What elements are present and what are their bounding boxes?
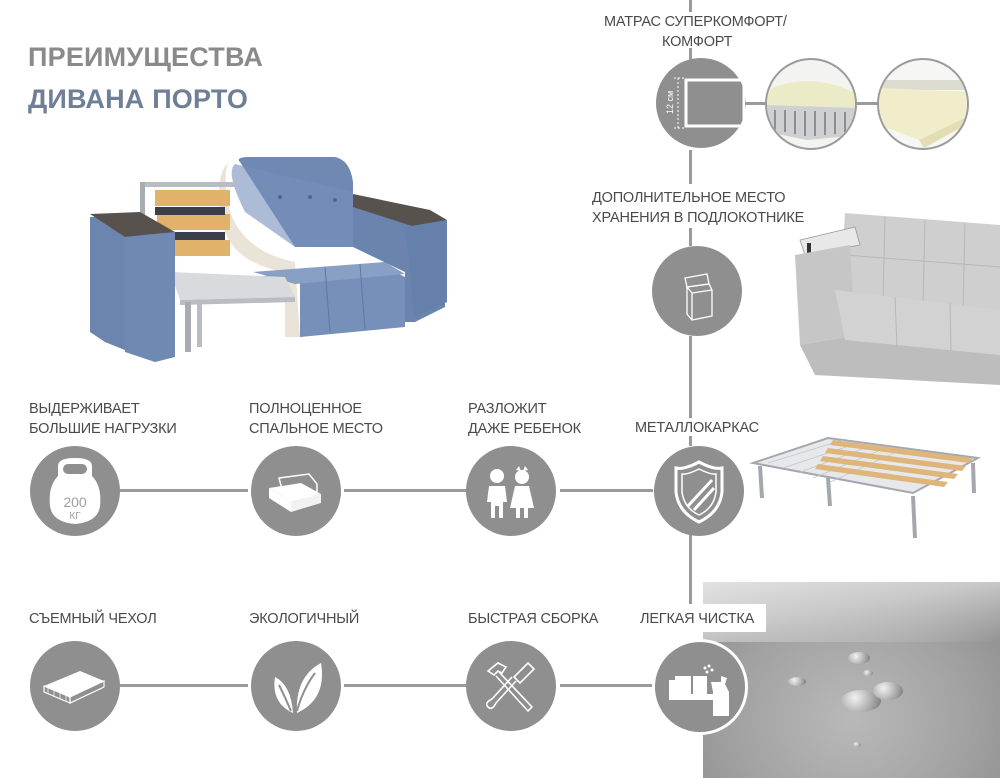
load-label: ВЫДЕРЖИВАЕТ БОЛЬШИЕ НАГРУЗКИ xyxy=(29,399,177,439)
connector-horizontal xyxy=(120,489,248,492)
connector-vertical xyxy=(689,228,692,246)
connector-vertical xyxy=(689,532,692,612)
child-label-line2: ДАЖЕ РЕБЕНОК xyxy=(468,421,581,437)
clean-label: ЛЕГКАЯ ЧИСТКА xyxy=(640,611,755,627)
connector-horizontal xyxy=(344,684,467,687)
mattress-label-line2: КОМФОРТ xyxy=(662,34,733,50)
kettlebell-unit-text: КГ xyxy=(69,511,81,522)
kettlebell-weight-text: 200 xyxy=(63,494,87,510)
storage-sofa-image xyxy=(795,213,1000,385)
metal-frame-image xyxy=(749,436,982,539)
sofa-cutaway-image xyxy=(90,157,447,362)
mattress-label-line1: МАТРАС СУПЕРКОМФОРТ/ xyxy=(604,14,787,30)
storage-label: ДОПОЛНИТЕЛЬНОЕ МЕСТО ХРАНЕНИЯ В ПОДЛОКОТ… xyxy=(592,188,832,228)
storage-label-line1: ДОПОЛНИТЕЛЬНОЕ МЕСТО xyxy=(592,190,786,206)
connector-vertical xyxy=(689,0,692,12)
bed-icon xyxy=(251,446,341,536)
mattress-springs-image xyxy=(765,58,857,150)
assembly-label: БЫСТРАЯ СБОРКА xyxy=(468,611,599,627)
storage-box-icon xyxy=(652,246,742,336)
page-title-line1: ПРЕИМУЩЕСТВА xyxy=(28,42,264,72)
storage-label-line2: ХРАНЕНИЯ В ПОДЛОКОТНИКЕ xyxy=(592,210,805,226)
mattress-label: МАТРАС СУПЕРКОМФОРТ/ КОМФОРТ xyxy=(604,12,804,52)
connector-horizontal xyxy=(560,489,653,492)
connector-horizontal xyxy=(857,102,879,105)
connector-vertical xyxy=(689,436,692,446)
mattress-thickness-text: 12 см xyxy=(665,91,675,114)
child-label-line1: РАЗЛОЖИТ xyxy=(468,401,547,417)
connector-vertical xyxy=(689,336,692,418)
eco-label: ЭКОЛОГИЧНЫЙ xyxy=(249,611,360,627)
leaf-icon xyxy=(251,641,341,731)
cleaning-spray-icon xyxy=(652,639,748,735)
connector-horizontal xyxy=(120,684,248,687)
connector-vertical xyxy=(689,48,692,60)
mattress-foam-image xyxy=(877,58,969,150)
tools-icon xyxy=(466,641,556,731)
connector-vertical xyxy=(689,150,692,184)
clean-label-background xyxy=(636,604,766,632)
connector-horizontal xyxy=(745,102,770,105)
sleep-label-line2: СПАЛЬНОЕ МЕСТО xyxy=(249,421,383,437)
kettlebell-icon: 200 КГ xyxy=(30,446,120,536)
load-label-line1: ВЫДЕРЖИВАЕТ xyxy=(29,401,140,417)
shield-icon xyxy=(654,446,744,536)
frame-label: МЕТАЛЛОКАРКАС xyxy=(635,418,759,438)
connector-horizontal xyxy=(560,684,653,687)
frame-label-line1: МЕТАЛЛОКАРКАС xyxy=(635,420,759,436)
removable-cover-icon xyxy=(30,641,120,731)
sleep-label: ПОЛНОЦЕННОЕ СПАЛЬНОЕ МЕСТО xyxy=(249,399,383,439)
connector-horizontal xyxy=(344,489,467,492)
children-icon xyxy=(466,446,556,536)
child-label: РАЗЛОЖИТ ДАЖЕ РЕБЕНОК xyxy=(468,399,581,439)
cover-label: СЪЕМНЫЙ ЧЕХОЛ xyxy=(29,611,157,627)
load-label-line2: БОЛЬШИЕ НАГРУЗКИ xyxy=(29,421,177,437)
page-title-line2: ДИВАНА ПОРТО xyxy=(28,84,249,114)
sleep-label-line1: ПОЛНОЦЕННОЕ xyxy=(249,401,362,417)
mattress-thickness-icon: 12 см xyxy=(656,58,746,148)
